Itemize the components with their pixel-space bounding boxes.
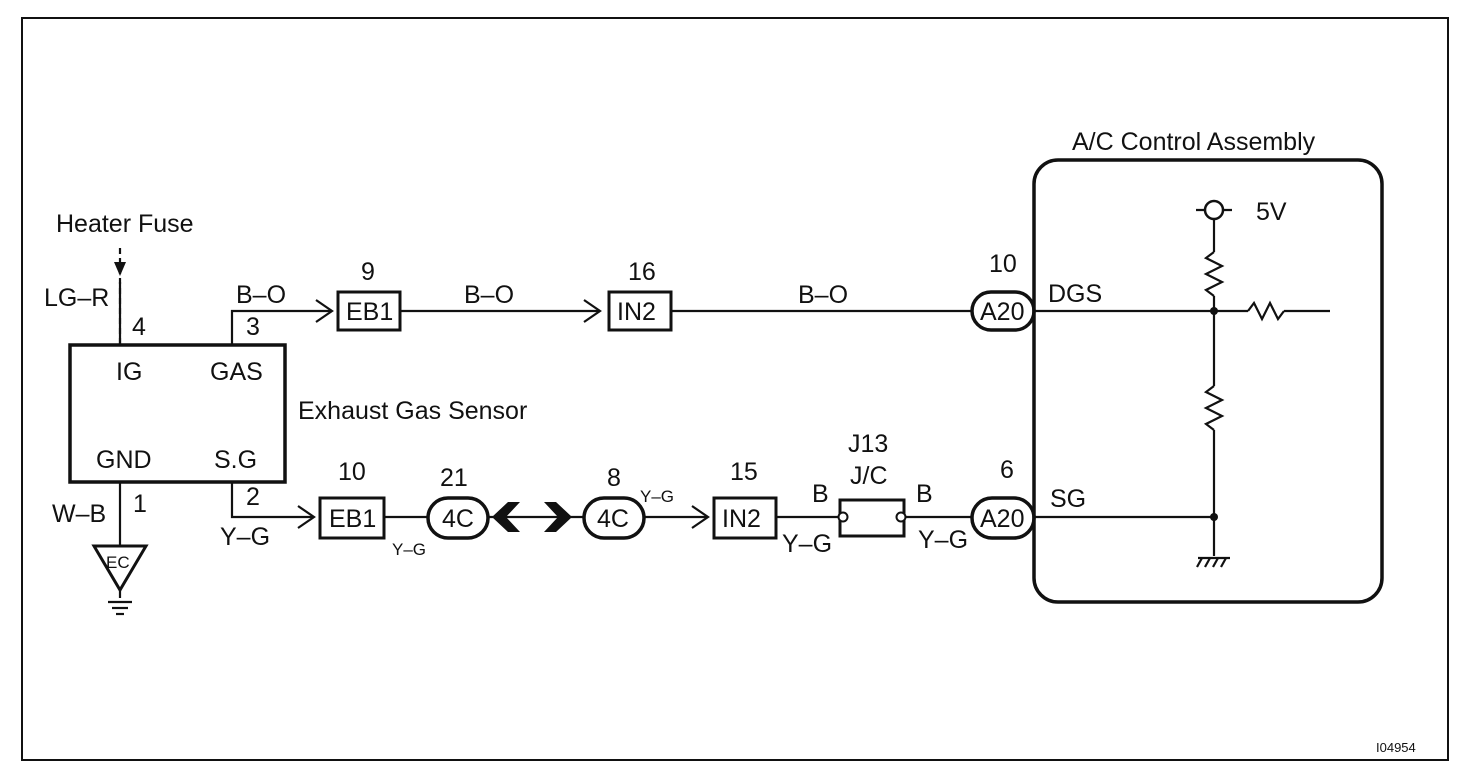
mate-chevron-left: [492, 502, 520, 532]
sensor-title: Exhaust Gas Sensor: [298, 397, 527, 425]
wire-b-2: B: [916, 480, 933, 508]
sensor-pin-number-ig: 4: [132, 313, 146, 341]
wire-y-g-4: Y–G: [782, 530, 832, 558]
sensor-box: [68, 343, 287, 484]
heater-fuse-feed: Heater Fuse LG–R: [44, 210, 194, 345]
ac-pullup-resistor: [1203, 251, 1225, 297]
exhaust-gas-sensor: IG GAS GND S.G Exhaust Gas Sensor 4 3 1 …: [68, 313, 527, 518]
connector-4c-left-label: 4C: [442, 505, 474, 533]
ac-assembly-box: [1032, 158, 1384, 604]
junction-j13-label: J13: [848, 430, 888, 458]
ac-terminal-sg: SG: [1050, 485, 1086, 513]
sensor-pin-ig: IG: [116, 358, 142, 386]
ac-5v-label: 5V: [1256, 198, 1287, 226]
top-wire-segment-1: [230, 309, 332, 345]
wire-b-o-2: B–O: [464, 281, 514, 309]
wire-b-1: B: [812, 480, 829, 508]
junction-j13-terminal-right: [895, 511, 907, 523]
bottom-circuit: Y–G EB1 10 Y–G 4C 21 4C 8 Y–G IN2 15 B Y…: [220, 430, 1036, 559]
connector-eb1-top: [336, 290, 402, 332]
connector-a20-top-label: A20: [980, 298, 1024, 326]
sensor-pin-gnd: GND: [96, 446, 152, 474]
sensor-pin-number-gnd: 1: [133, 490, 147, 518]
junction-j13: [838, 498, 906, 538]
wire-b-o-1: B–O: [236, 281, 286, 309]
diagram-frame: [21, 17, 1449, 761]
sensor-pin-number-sg: 2: [246, 483, 260, 511]
connector-a20-bottom-pin: 6: [1000, 456, 1014, 484]
connector-eb1-top-label: EB1: [346, 298, 393, 326]
connector-in2-top: [607, 290, 673, 332]
wire-w-b: W–B: [52, 500, 106, 528]
connector-eb1-bottom: [318, 496, 386, 540]
figure-id: I04954: [1376, 740, 1416, 755]
wire-lg-r: LG–R: [44, 284, 109, 312]
ac-terminal-dgs: DGS: [1048, 280, 1102, 308]
connector-4c-right-label: 4C: [597, 505, 629, 533]
ac-pulldown-resistor: [1203, 385, 1225, 431]
ac-control-assembly: A/C Control Assembly DGS SG 5V: [1032, 128, 1384, 604]
bottom-wire-segment-1: [230, 482, 314, 519]
ac-output-resistor: [1247, 300, 1285, 322]
wire-b-o-3: B–O: [798, 281, 848, 309]
ac-assembly-title: A/C Control Assembly: [1072, 128, 1316, 156]
connector-eb1-bottom-pin: 10: [338, 458, 366, 486]
junction-j13-terminal-left: [837, 511, 849, 523]
wire-y-g-5: Y–G: [918, 526, 968, 554]
heater-fuse-arrow: [114, 262, 126, 276]
ac-5v-terminal: [1203, 199, 1225, 221]
connector-eb1-bottom-label: EB1: [329, 505, 376, 533]
sensor-pin-number-gas: 3: [246, 313, 260, 341]
top-arrow-1: [315, 299, 334, 323]
ground-triangle: [91, 544, 149, 593]
top-arrow-2: [583, 299, 602, 323]
ground-label: EC: [106, 553, 130, 572]
sensor-pin-sg: S.G: [214, 446, 257, 474]
bottom-arrow-1: [297, 505, 316, 529]
connector-eb1-top-pin: 9: [361, 258, 375, 286]
wire-y-g-1: Y–G: [220, 523, 270, 551]
connector-in2-top-pin: 16: [628, 258, 656, 286]
ground-ec: W–B EC: [52, 482, 149, 616]
wire-y-g-3: Y–G: [640, 487, 674, 506]
wire-y-g-2: Y–G: [392, 540, 426, 559]
ac-junction-sg: [1210, 513, 1218, 521]
heater-fuse-label: Heater Fuse: [56, 210, 194, 238]
connector-in2-top-label: IN2: [617, 298, 656, 326]
sensor-pin-gas: GAS: [210, 358, 263, 386]
connector-in2-bottom-pin: 15: [730, 458, 758, 486]
connector-a20-top-pin: 10: [989, 250, 1017, 278]
connector-4c-left-pin: 21: [440, 464, 468, 492]
top-circuit: B–O EB1 9 B–O IN2 16 B–O A20 10: [230, 250, 1036, 345]
bottom-arrow-2: [691, 505, 710, 529]
connector-4c-right-pin: 8: [607, 464, 621, 492]
connector-in2-bottom-label: IN2: [722, 505, 761, 533]
mate-chevron-right: [544, 502, 572, 532]
connector-a20-bottom-label: A20: [980, 505, 1024, 533]
junction-j13-sub: J/C: [850, 462, 888, 490]
